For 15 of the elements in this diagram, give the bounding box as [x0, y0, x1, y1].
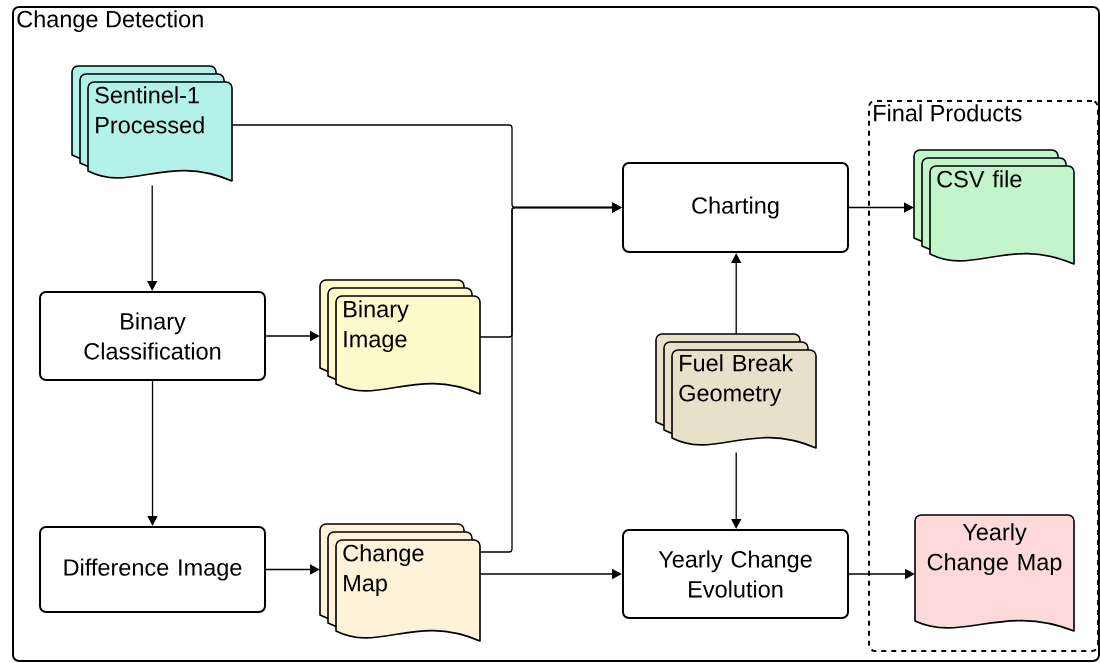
- arrow: [265, 564, 320, 575]
- arrow: [147, 380, 158, 526]
- document-stack: Fuel Break Geometry: [655, 333, 817, 449]
- arrow: [848, 202, 914, 213]
- process-box: Yearly Change Evolution: [622, 529, 849, 619]
- arrow: [147, 184, 158, 291]
- process-box: Binary Classification: [39, 291, 266, 381]
- document-stack: CSV file: [913, 149, 1075, 265]
- arrow: [479, 202, 622, 553]
- document-stack: Change Map: [319, 523, 481, 642]
- document-stack: Binary Image: [319, 279, 481, 395]
- process-box: Difference Image: [39, 526, 266, 613]
- arrow: [731, 451, 742, 529]
- process-box: Charting: [622, 162, 849, 253]
- document-stack: Sentinel-1 Processed: [71, 65, 233, 182]
